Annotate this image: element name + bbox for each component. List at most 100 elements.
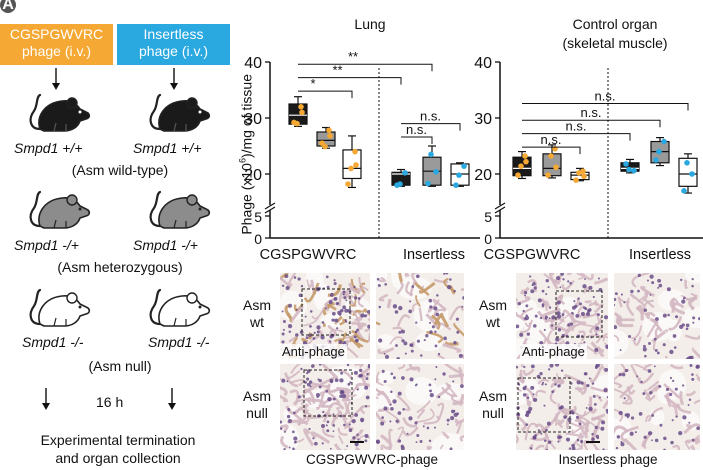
septum [686, 439, 700, 445]
nucleus [651, 281, 655, 285]
septum [331, 410, 343, 426]
data-point [623, 161, 629, 167]
mouse-right-3-icon-ear [186, 292, 198, 304]
septum [672, 297, 679, 306]
nucleus [423, 339, 426, 342]
nucleus [359, 374, 363, 378]
septum [285, 405, 302, 415]
septum [555, 294, 564, 303]
septum [684, 334, 700, 340]
m4-texture [376, 364, 464, 450]
nucleus [402, 408, 405, 411]
nucleus [638, 412, 643, 416]
septum [516, 434, 519, 444]
septum [557, 317, 565, 323]
nucleus [561, 333, 565, 338]
nucleus [383, 406, 388, 411]
mouse-left-3-icon [29, 288, 91, 327]
axis-break-mark-1 [494, 202, 506, 210]
nucleus [380, 421, 385, 426]
nucleus [658, 283, 663, 288]
septum [694, 434, 700, 441]
nucleus [584, 307, 588, 311]
septum [693, 399, 700, 405]
nucleus [343, 423, 346, 427]
septum [557, 315, 565, 326]
nucleus [680, 278, 683, 282]
nucleus [326, 420, 330, 424]
septum [280, 394, 289, 403]
nucleus [442, 372, 446, 376]
nucleus [333, 279, 336, 282]
insertless-phage-line1: Insertless [143, 26, 204, 42]
septum [663, 383, 680, 399]
nucleus [416, 339, 421, 343]
nucleus [588, 308, 592, 312]
septum [664, 355, 668, 359]
septum [516, 297, 519, 302]
data-point [523, 158, 529, 165]
nucleus [682, 384, 685, 387]
nucleus [653, 337, 657, 341]
nucleus [395, 419, 399, 423]
box-2 [342, 135, 362, 189]
nucleus [659, 423, 663, 427]
nucleus [671, 379, 675, 382]
nucleus [689, 364, 693, 368]
septum [602, 336, 608, 342]
nucleus [620, 293, 623, 296]
nucleus [292, 447, 295, 450]
septum [442, 343, 462, 353]
nucleus [428, 321, 432, 324]
septum [389, 336, 403, 345]
septum [432, 298, 447, 312]
nucleus [390, 390, 393, 394]
nucleus [688, 398, 692, 401]
nucleus [548, 317, 551, 320]
nucleus [557, 440, 560, 443]
septum [445, 382, 458, 398]
septum [303, 282, 320, 303]
significance-1: n.s. [522, 119, 631, 141]
nucleus [526, 396, 530, 400]
mouse-left-1-icon [29, 93, 91, 132]
nucleus [429, 389, 432, 393]
nucleus [309, 324, 312, 328]
micrograph-left-null-zoom [376, 364, 464, 450]
nucleus [569, 410, 574, 415]
m2-texture [376, 273, 464, 359]
mouse-right-1-icon-body [158, 100, 211, 132]
nucleus [545, 428, 548, 432]
significance-label: ** [332, 63, 342, 78]
nucleus [642, 344, 646, 348]
septum [669, 364, 684, 370]
mouse-left-2-icon-body [38, 197, 91, 229]
nucleus [306, 377, 310, 381]
nucleus [298, 293, 303, 298]
septum [602, 399, 608, 410]
nucleus [334, 378, 339, 383]
data-point [298, 104, 304, 110]
nucleus [522, 309, 525, 313]
nucleus [649, 390, 653, 395]
box-4 [422, 145, 442, 187]
data-point [345, 181, 351, 187]
alveolus [376, 273, 388, 287]
septum [516, 415, 527, 432]
nucleus [591, 382, 595, 385]
nucleus [445, 273, 449, 275]
nucleus [378, 338, 383, 343]
nucleus [392, 376, 396, 380]
nucleus [336, 302, 340, 305]
nucleus [331, 311, 336, 316]
nucleus [309, 380, 313, 384]
nucleus [365, 377, 369, 381]
significance-bracket [522, 146, 581, 155]
septum [313, 328, 323, 340]
septum [336, 407, 348, 421]
nucleus [682, 296, 686, 300]
nucleus [398, 330, 402, 334]
nucleus [682, 415, 687, 420]
alveolus [396, 276, 432, 300]
